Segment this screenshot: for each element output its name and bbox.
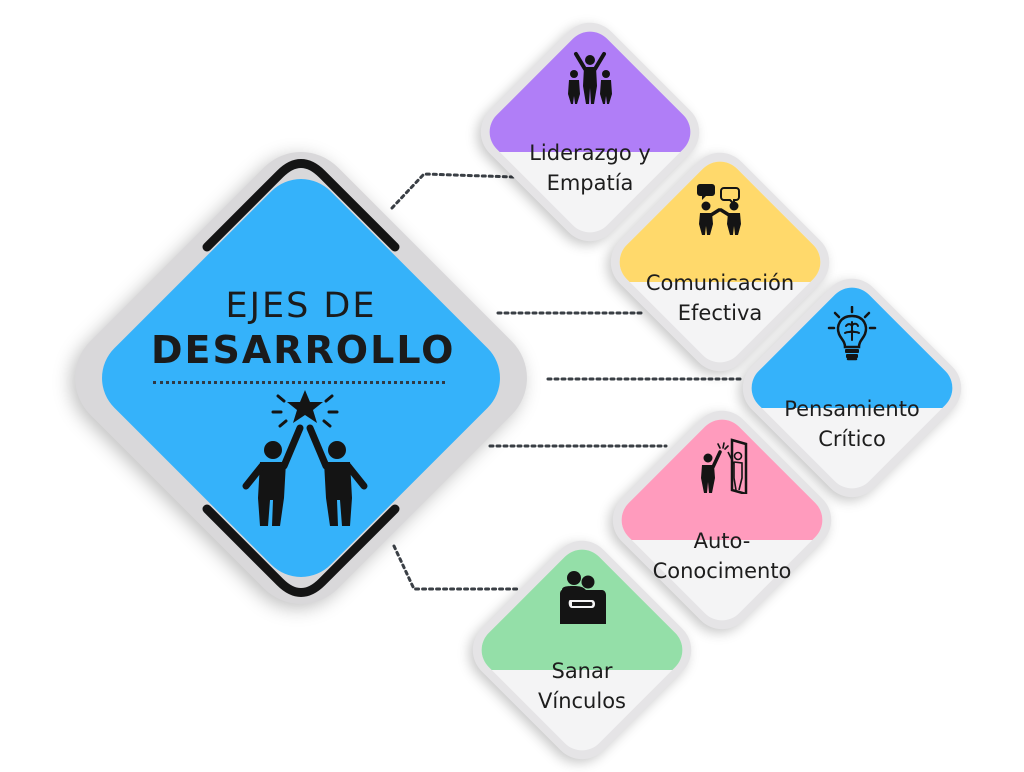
- axis-label: Auto- Conocimento: [652, 529, 792, 583]
- main-diamond: EJES DE DESARROLLO: [53, 130, 549, 626]
- high-five-star-icon: [242, 390, 368, 526]
- axis-card-sanar-vinculos[interactable]: Sanar Vínculos: [460, 528, 704, 772]
- main-title-line1: EJES DE: [225, 286, 377, 326]
- axis-label: Comunicación Efectiva: [645, 271, 795, 325]
- person-mirror-high-five-icon: [701, 438, 748, 494]
- connector-liderazgo: [390, 172, 516, 210]
- main-diamond-accent-lines: [202, 159, 400, 597]
- two-people-hugging-icon: [560, 571, 606, 624]
- axis-label: Liderazgo y Empatía: [529, 141, 651, 195]
- main-title-line2: DESARROLLO: [151, 328, 456, 372]
- main-divider: [153, 381, 445, 384]
- axis-card-pensamiento-critico[interactable]: Pensamiento Crítico: [730, 266, 974, 510]
- axis-card-liderazgo-empatia[interactable]: Liderazgo y Empatía: [468, 10, 712, 254]
- axis-card-comunicacion-efectiva[interactable]: Comunicación Efectiva: [598, 140, 842, 384]
- axis-card-auto-conocimento[interactable]: Auto- Conocimento: [600, 398, 844, 642]
- group-cheering-icon: [568, 52, 612, 104]
- brain-lightbulb-icon: [827, 306, 877, 361]
- axis-label: Pensamiento Crítico: [784, 397, 920, 451]
- axis-label: Sanar Vínculos: [538, 659, 626, 713]
- connector-sanar: [392, 544, 522, 591]
- two-people-talking-icon: [697, 184, 741, 235]
